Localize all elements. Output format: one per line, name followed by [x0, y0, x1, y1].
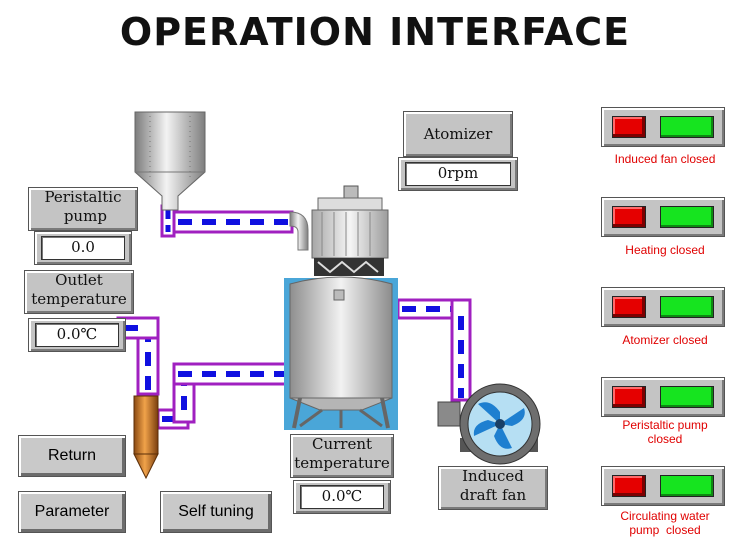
off-indicator [612, 475, 646, 497]
pipe-tank-to-fan [396, 298, 472, 402]
on-indicator [660, 475, 714, 497]
pipe-hopper-to-motor [160, 204, 309, 251]
fan-icon [437, 383, 541, 465]
peristaltic-pump-value: 0.0 [41, 236, 125, 260]
hopper-icon [134, 111, 206, 211]
drying-tower-icon [284, 276, 398, 430]
induced-draft-fan-label: Induced draft fan [438, 466, 548, 510]
atomizer-value: 0rpm [405, 162, 511, 186]
atomizer-switch[interactable] [601, 287, 725, 327]
atomizer-motor-icon [311, 185, 389, 276]
off-indicator [612, 116, 646, 138]
atomizer-display: 0rpm [398, 157, 518, 191]
current-temperature-label: Current temperature [290, 434, 394, 478]
off-indicator [612, 386, 646, 408]
self-tuning-button[interactable]: Self tuning [160, 491, 272, 533]
current-temperature-display: 0.0℃ [293, 480, 391, 514]
outlet-temperature-display: 0.0℃ [28, 318, 126, 352]
heating-switch[interactable] [601, 197, 725, 237]
outlet-temperature-value: 0.0℃ [35, 323, 119, 347]
circulating-water-pump-switch[interactable] [601, 466, 725, 506]
on-indicator [660, 296, 714, 318]
circulating-water-pump-status: Circulating water pump closed [620, 509, 710, 537]
induced-fan-status: Induced fan closed [614, 152, 716, 166]
on-indicator [660, 206, 714, 228]
return-button[interactable]: Return [18, 435, 126, 477]
on-indicator [660, 386, 714, 408]
atomizer-label: Atomizer [403, 111, 513, 157]
off-indicator [612, 296, 646, 318]
peristaltic-pump-label: Peristaltic pump [28, 187, 138, 231]
off-indicator [612, 206, 646, 228]
peristaltic-pump-switch[interactable] [601, 377, 725, 417]
outlet-temperature-label: Outlet temperature [24, 270, 134, 314]
heater-icon [133, 395, 159, 480]
peristaltic-pump-display: 0.0 [34, 231, 132, 265]
atomizer-status: Atomizer closed [622, 333, 708, 347]
pipe-heater-to-tank [156, 362, 288, 430]
on-indicator [660, 116, 714, 138]
heating-status: Heating closed [625, 243, 705, 257]
current-temperature-value: 0.0℃ [300, 485, 384, 509]
peristaltic-pump-status: Peristaltic pump closed [622, 418, 708, 446]
induced-fan-switch[interactable] [601, 107, 725, 147]
parameter-button[interactable]: Parameter [18, 491, 126, 533]
page-title: OPERATION INTERFACE [119, 10, 631, 54]
